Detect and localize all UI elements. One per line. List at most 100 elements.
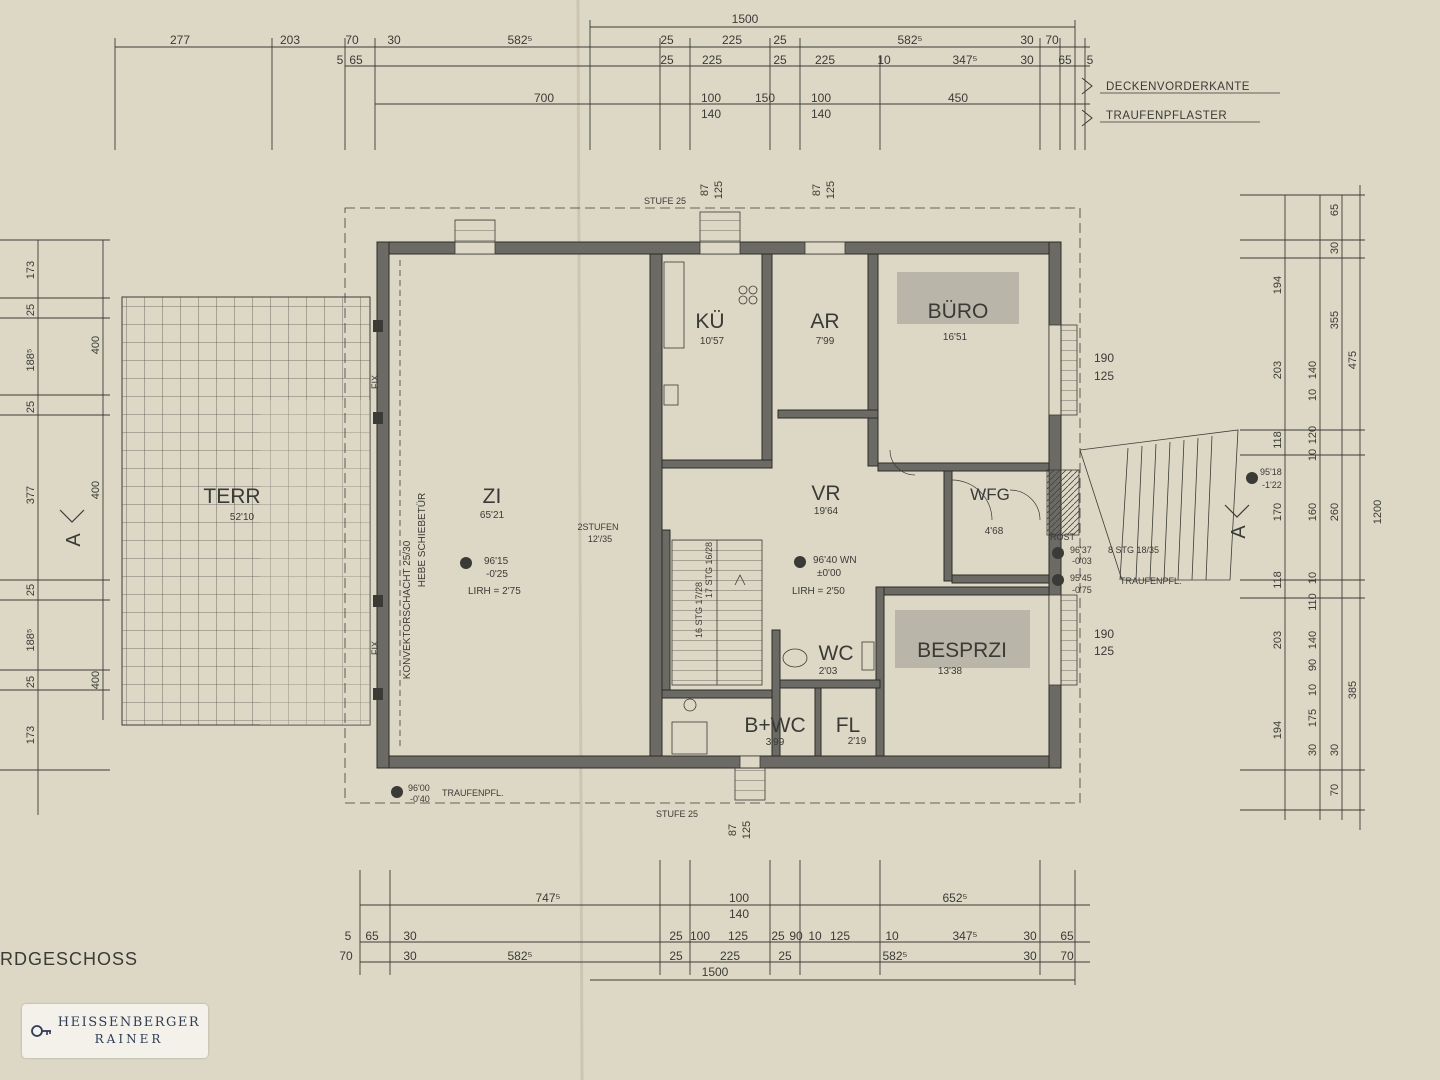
logo-line-2: RAINER <box>94 1032 164 1046</box>
bottom-dimensions <box>359 860 1090 985</box>
svg-text:10: 10 <box>1307 449 1319 461</box>
svg-text:25: 25 <box>660 53 674 67</box>
zi-lirh: LIRH = 2'75 <box>468 586 521 597</box>
svg-text:188⁵: 188⁵ <box>25 629 37 652</box>
entry2-level-rel: -0'03 <box>1072 556 1092 566</box>
svg-text:5: 5 <box>345 929 352 943</box>
room-besprzi-area: 13'38 <box>938 666 963 677</box>
svg-text:10: 10 <box>1307 684 1319 696</box>
room-bwc-name: B+WC <box>744 714 805 737</box>
svg-text:125: 125 <box>741 821 753 839</box>
svg-text:30: 30 <box>403 949 417 963</box>
svg-text:70: 70 <box>1045 33 1059 47</box>
svg-text:125: 125 <box>728 929 748 943</box>
svg-text:140: 140 <box>1307 631 1319 649</box>
stufen-note: 2STUFEN <box>577 522 618 532</box>
entrance-stairs <box>1046 429 1239 581</box>
bottom-dimension-text: 747⁵ 100 652⁵ 140 5 65 30 25 100 125 25 … <box>339 821 1074 979</box>
left-dimension-text: 173 25 188⁵ 25 377 25 188⁵ 25 173 400 40… <box>25 261 102 744</box>
svg-text:90: 90 <box>789 929 803 943</box>
svg-text:140: 140 <box>701 107 721 121</box>
svg-text:120: 120 <box>1307 426 1319 444</box>
svg-text:70: 70 <box>1060 949 1074 963</box>
room-wfg-area: 4'68 <box>985 526 1004 537</box>
svg-text:25: 25 <box>773 53 787 67</box>
svg-text:30: 30 <box>1023 949 1037 963</box>
svg-text:65: 65 <box>1060 929 1074 943</box>
svg-text:1200: 1200 <box>1372 500 1384 524</box>
terrace-level-abs: 96'00 <box>408 783 430 793</box>
svg-text:203: 203 <box>1272 361 1284 379</box>
room-vr-name: VR <box>811 482 840 505</box>
svg-text:5: 5 <box>337 53 344 67</box>
stairs-note-2: 17 STG 16/28 <box>704 542 714 598</box>
svg-text:125: 125 <box>1094 369 1114 383</box>
room-fl-name: FL <box>836 714 861 737</box>
room-terr-name: TERR <box>203 485 260 508</box>
svg-text:10: 10 <box>885 929 899 943</box>
room-wfg-name: WFG <box>970 485 1010 504</box>
svg-text:100: 100 <box>811 91 831 105</box>
svg-text:10: 10 <box>808 929 822 943</box>
svg-text:194: 194 <box>1272 721 1284 739</box>
svg-text:25: 25 <box>669 929 683 943</box>
room-fl-area: 2'19 <box>848 736 867 747</box>
svg-text:1500: 1500 <box>702 965 729 979</box>
svg-text:140: 140 <box>1307 361 1319 379</box>
svg-text:582⁵: 582⁵ <box>883 949 908 963</box>
svg-text:400: 400 <box>90 336 102 354</box>
svg-text:25: 25 <box>778 949 792 963</box>
svg-text:652⁵: 652⁵ <box>943 891 968 905</box>
room-vr-area: 19'64 <box>814 506 839 517</box>
entry3-level-rel: -0'75 <box>1072 585 1092 595</box>
svg-text:30: 30 <box>1020 53 1034 67</box>
legend-top: DECKENVORDERKANTE TRAUFENPFLASTER <box>1081 77 1280 127</box>
svg-text:188⁵: 188⁵ <box>25 349 37 372</box>
vr-lirh: LIRH = 2'50 <box>792 586 845 597</box>
svg-text:140: 140 <box>811 107 831 121</box>
zi-level-rel: -0'25 <box>486 569 508 580</box>
svg-text:10: 10 <box>1307 389 1319 401</box>
wall-markers <box>373 320 383 700</box>
svg-text:100: 100 <box>729 891 749 905</box>
svg-text:25: 25 <box>660 33 674 47</box>
svg-text:190: 190 <box>1094 627 1114 641</box>
room-zi-name: ZI <box>483 485 502 508</box>
svg-text:30: 30 <box>403 929 417 943</box>
svg-text:A: A <box>63 533 85 547</box>
room-buero-area: 16'51 <box>943 332 968 343</box>
svg-text:125: 125 <box>713 181 725 199</box>
company-logo: HEISSENBERGER RAINER <box>22 1004 208 1058</box>
svg-text:175: 175 <box>1307 709 1319 727</box>
svg-text:582⁵: 582⁵ <box>508 949 533 963</box>
svg-text:203: 203 <box>280 33 300 47</box>
svg-text:87: 87 <box>699 184 711 196</box>
section-marker-left: A <box>59 509 85 547</box>
svg-text:10: 10 <box>877 53 891 67</box>
stg-right-note: 8 STG 18/35 <box>1108 545 1159 555</box>
terrace-level-rel: -0'40 <box>410 794 430 804</box>
svg-text:582⁵: 582⁵ <box>898 33 923 47</box>
svg-text:700: 700 <box>534 91 554 105</box>
svg-text:194: 194 <box>1272 276 1284 294</box>
drawing-title: RDGESCHOSS <box>0 949 138 969</box>
svg-text:125: 125 <box>830 929 850 943</box>
svg-text:65: 65 <box>1329 204 1341 216</box>
logo-line-1: HEISSENBERGER <box>57 1015 201 1030</box>
left-dimensions <box>0 239 110 815</box>
stairs-note-1: 16 STG 17/28 <box>694 582 704 638</box>
key-emblem-icon <box>30 1025 51 1037</box>
entry1-level-abs: 95'18 <box>1260 467 1282 477</box>
fix-note-2: FIX <box>370 641 380 655</box>
svg-text:25: 25 <box>773 33 787 47</box>
room-ar-area: 7'99 <box>816 336 835 347</box>
stufen-dim-note: 12'/35 <box>588 534 612 544</box>
window-sills <box>454 211 1078 801</box>
door-swings <box>889 449 1041 521</box>
paper-fold <box>576 0 584 1080</box>
svg-text:65: 65 <box>1058 53 1072 67</box>
svg-text:225: 225 <box>722 33 742 47</box>
konvektor-note: KONVEKTORSCHACHT 25/30 <box>402 540 413 679</box>
svg-text:30: 30 <box>1329 744 1341 756</box>
svg-text:377: 377 <box>25 486 37 504</box>
